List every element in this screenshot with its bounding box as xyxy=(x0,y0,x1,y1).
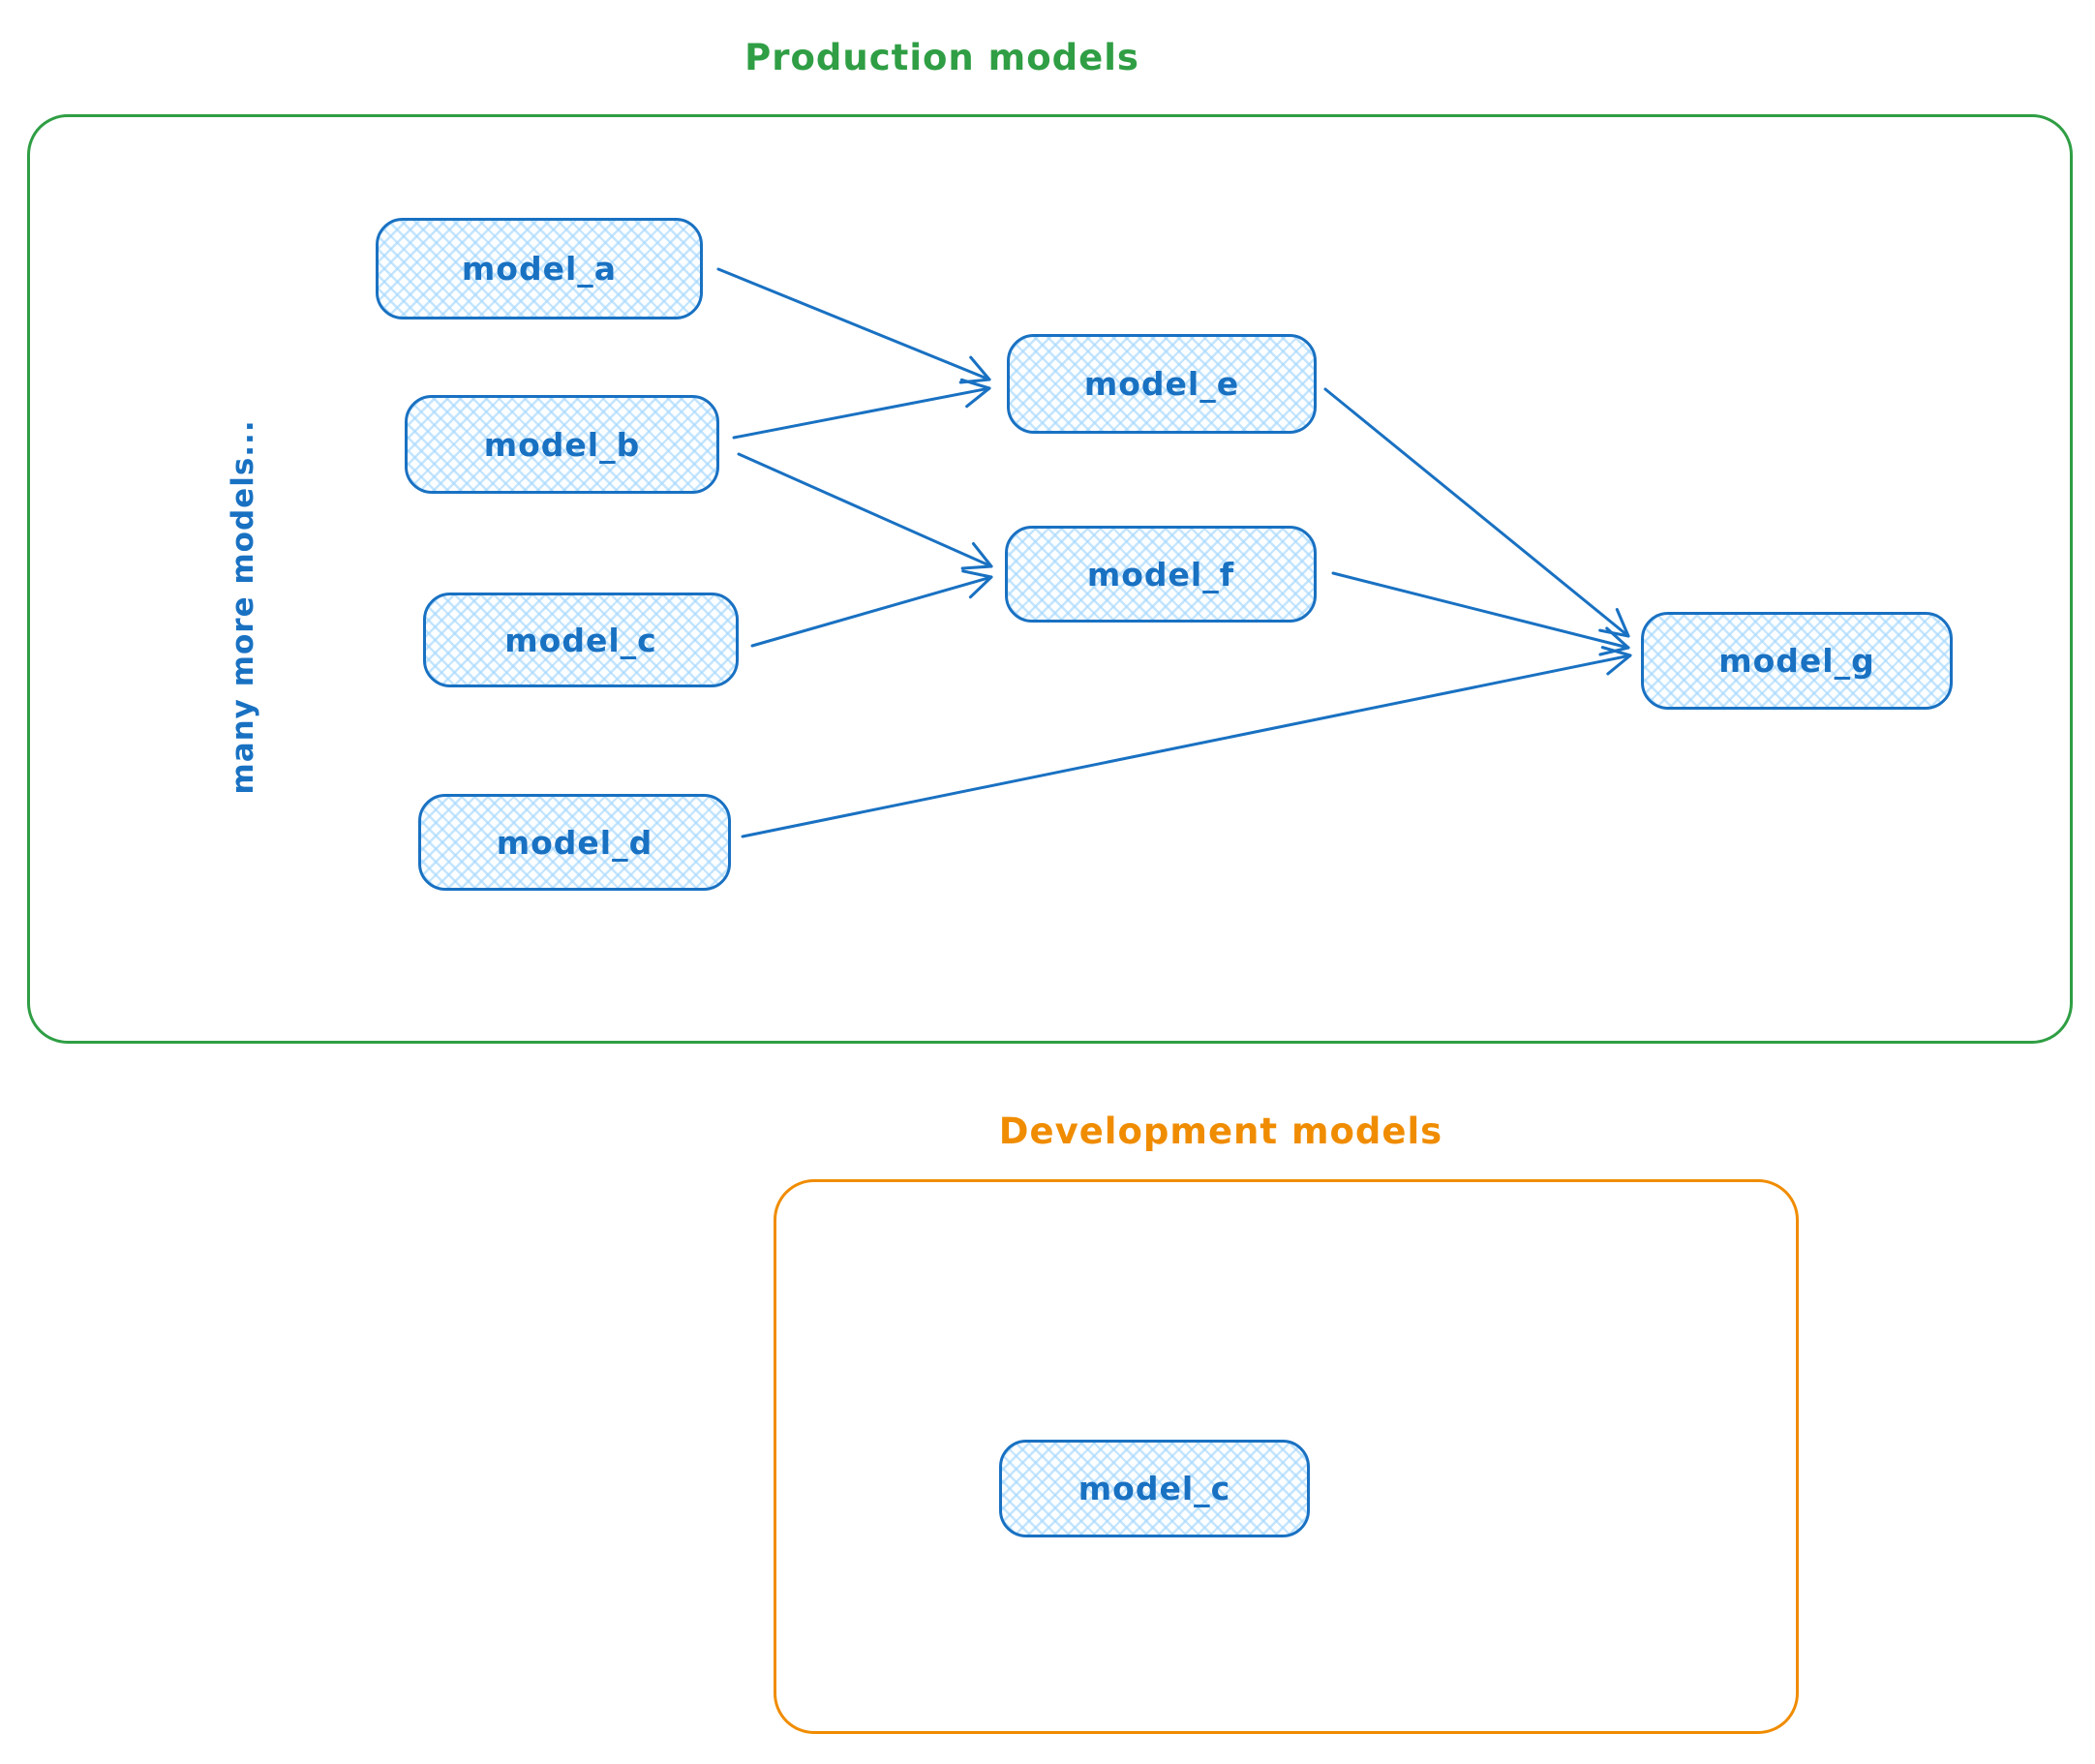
production-group-box xyxy=(27,114,2073,1044)
development-group-box xyxy=(774,1179,1799,1734)
node-model_g[interactable]: model_g xyxy=(1641,612,1953,710)
node-model_a-label: model_a xyxy=(461,250,618,288)
node-model_e-label: model_e xyxy=(1083,365,1240,403)
node-model_e[interactable]: model_e xyxy=(1007,334,1317,434)
node-model_g-label: model_g xyxy=(1718,642,1875,680)
node-model_b[interactable]: model_b xyxy=(405,395,719,494)
node-model_d[interactable]: model_d xyxy=(418,794,731,891)
production-group-title: Production models xyxy=(744,37,1139,78)
node-model_c[interactable]: model_c xyxy=(423,593,739,687)
node-model_d-label: model_d xyxy=(496,823,653,862)
node-model_f-label: model_f xyxy=(1086,555,1235,593)
development-group-title: Development models xyxy=(998,1110,1443,1152)
many-more-models-label: many more models... xyxy=(226,419,260,795)
node-model_a[interactable]: model_a xyxy=(376,218,703,319)
node-model_c-dev[interactable]: model_c xyxy=(999,1440,1310,1537)
node-model_f[interactable]: model_f xyxy=(1005,526,1317,623)
node-model_c-label: model_c xyxy=(504,621,657,659)
node-model_c-dev-label: model_c xyxy=(1078,1470,1231,1507)
node-model_b-label: model_b xyxy=(483,425,641,464)
